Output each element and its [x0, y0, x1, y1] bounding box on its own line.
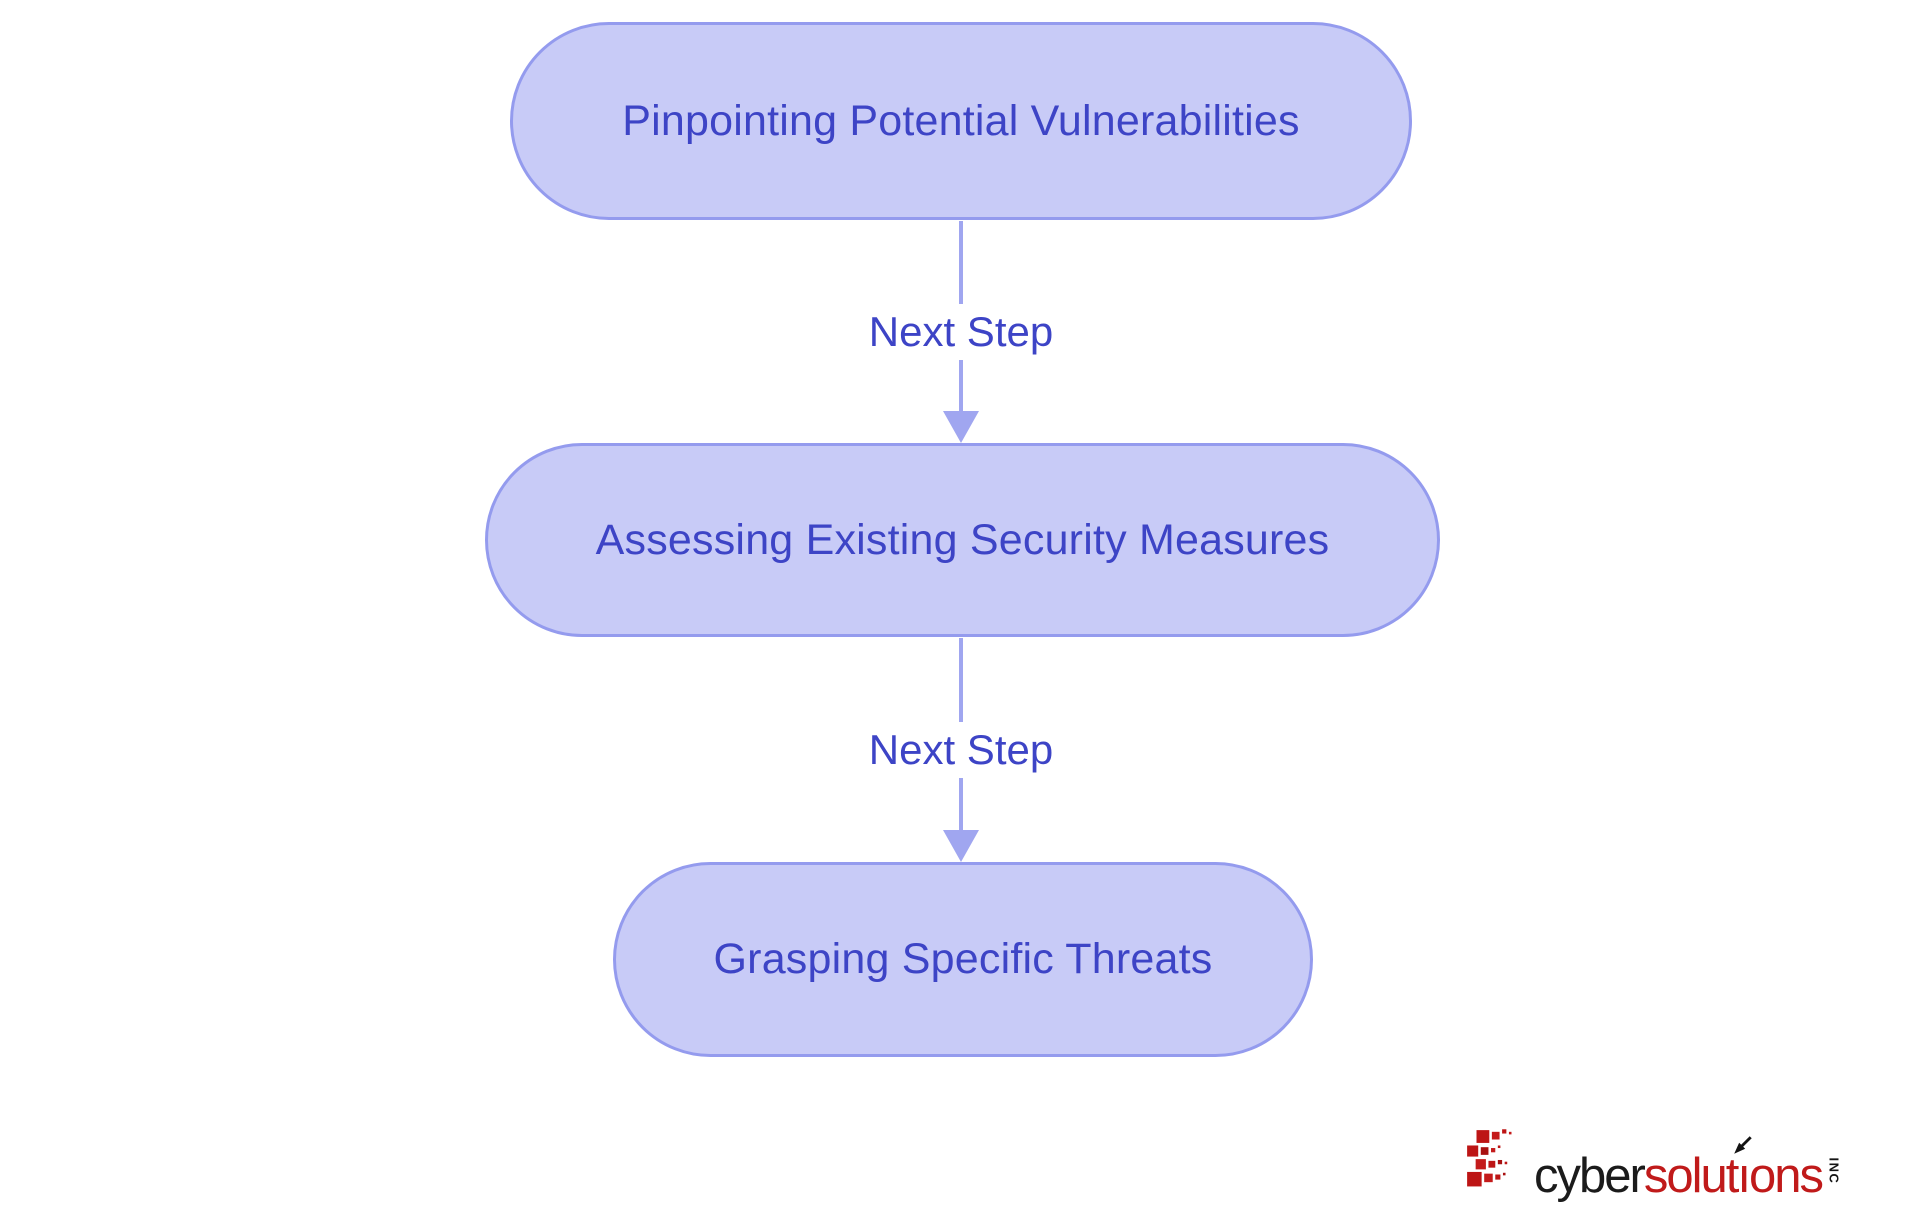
- edge-label: Next Step: [854, 722, 1068, 778]
- flowchart-node-grasping-specific-threats: Grasping Specific Threats: [613, 862, 1313, 1057]
- arrowhead-down-icon: [943, 411, 979, 443]
- node-label: Pinpointing Potential Vulnerabilities: [622, 96, 1300, 145]
- flowchart-node-pinpointing-vulnerabilities: Pinpointing Potential Vulnerabilities: [510, 22, 1412, 220]
- logo-text-cyber: cyber: [1534, 1149, 1646, 1203]
- logo-suffix-inc: INC: [1826, 1157, 1842, 1185]
- flowchart-node-assessing-security-measures: Assessing Existing Security Measures: [485, 443, 1440, 637]
- mouse-pointer-icon: [1734, 1136, 1753, 1154]
- flowchart-edge-2: Next Step: [801, 638, 1121, 862]
- pixel-mosaic-icon: [1467, 1129, 1512, 1187]
- node-label: Grasping Specific Threats: [713, 935, 1213, 983]
- flowchart-edge-1: Next Step: [801, 221, 1121, 443]
- edge-label: Next Step: [854, 304, 1068, 360]
- node-label: Assessing Existing Security Measures: [595, 515, 1330, 564]
- arrowhead-down-icon: [943, 830, 979, 862]
